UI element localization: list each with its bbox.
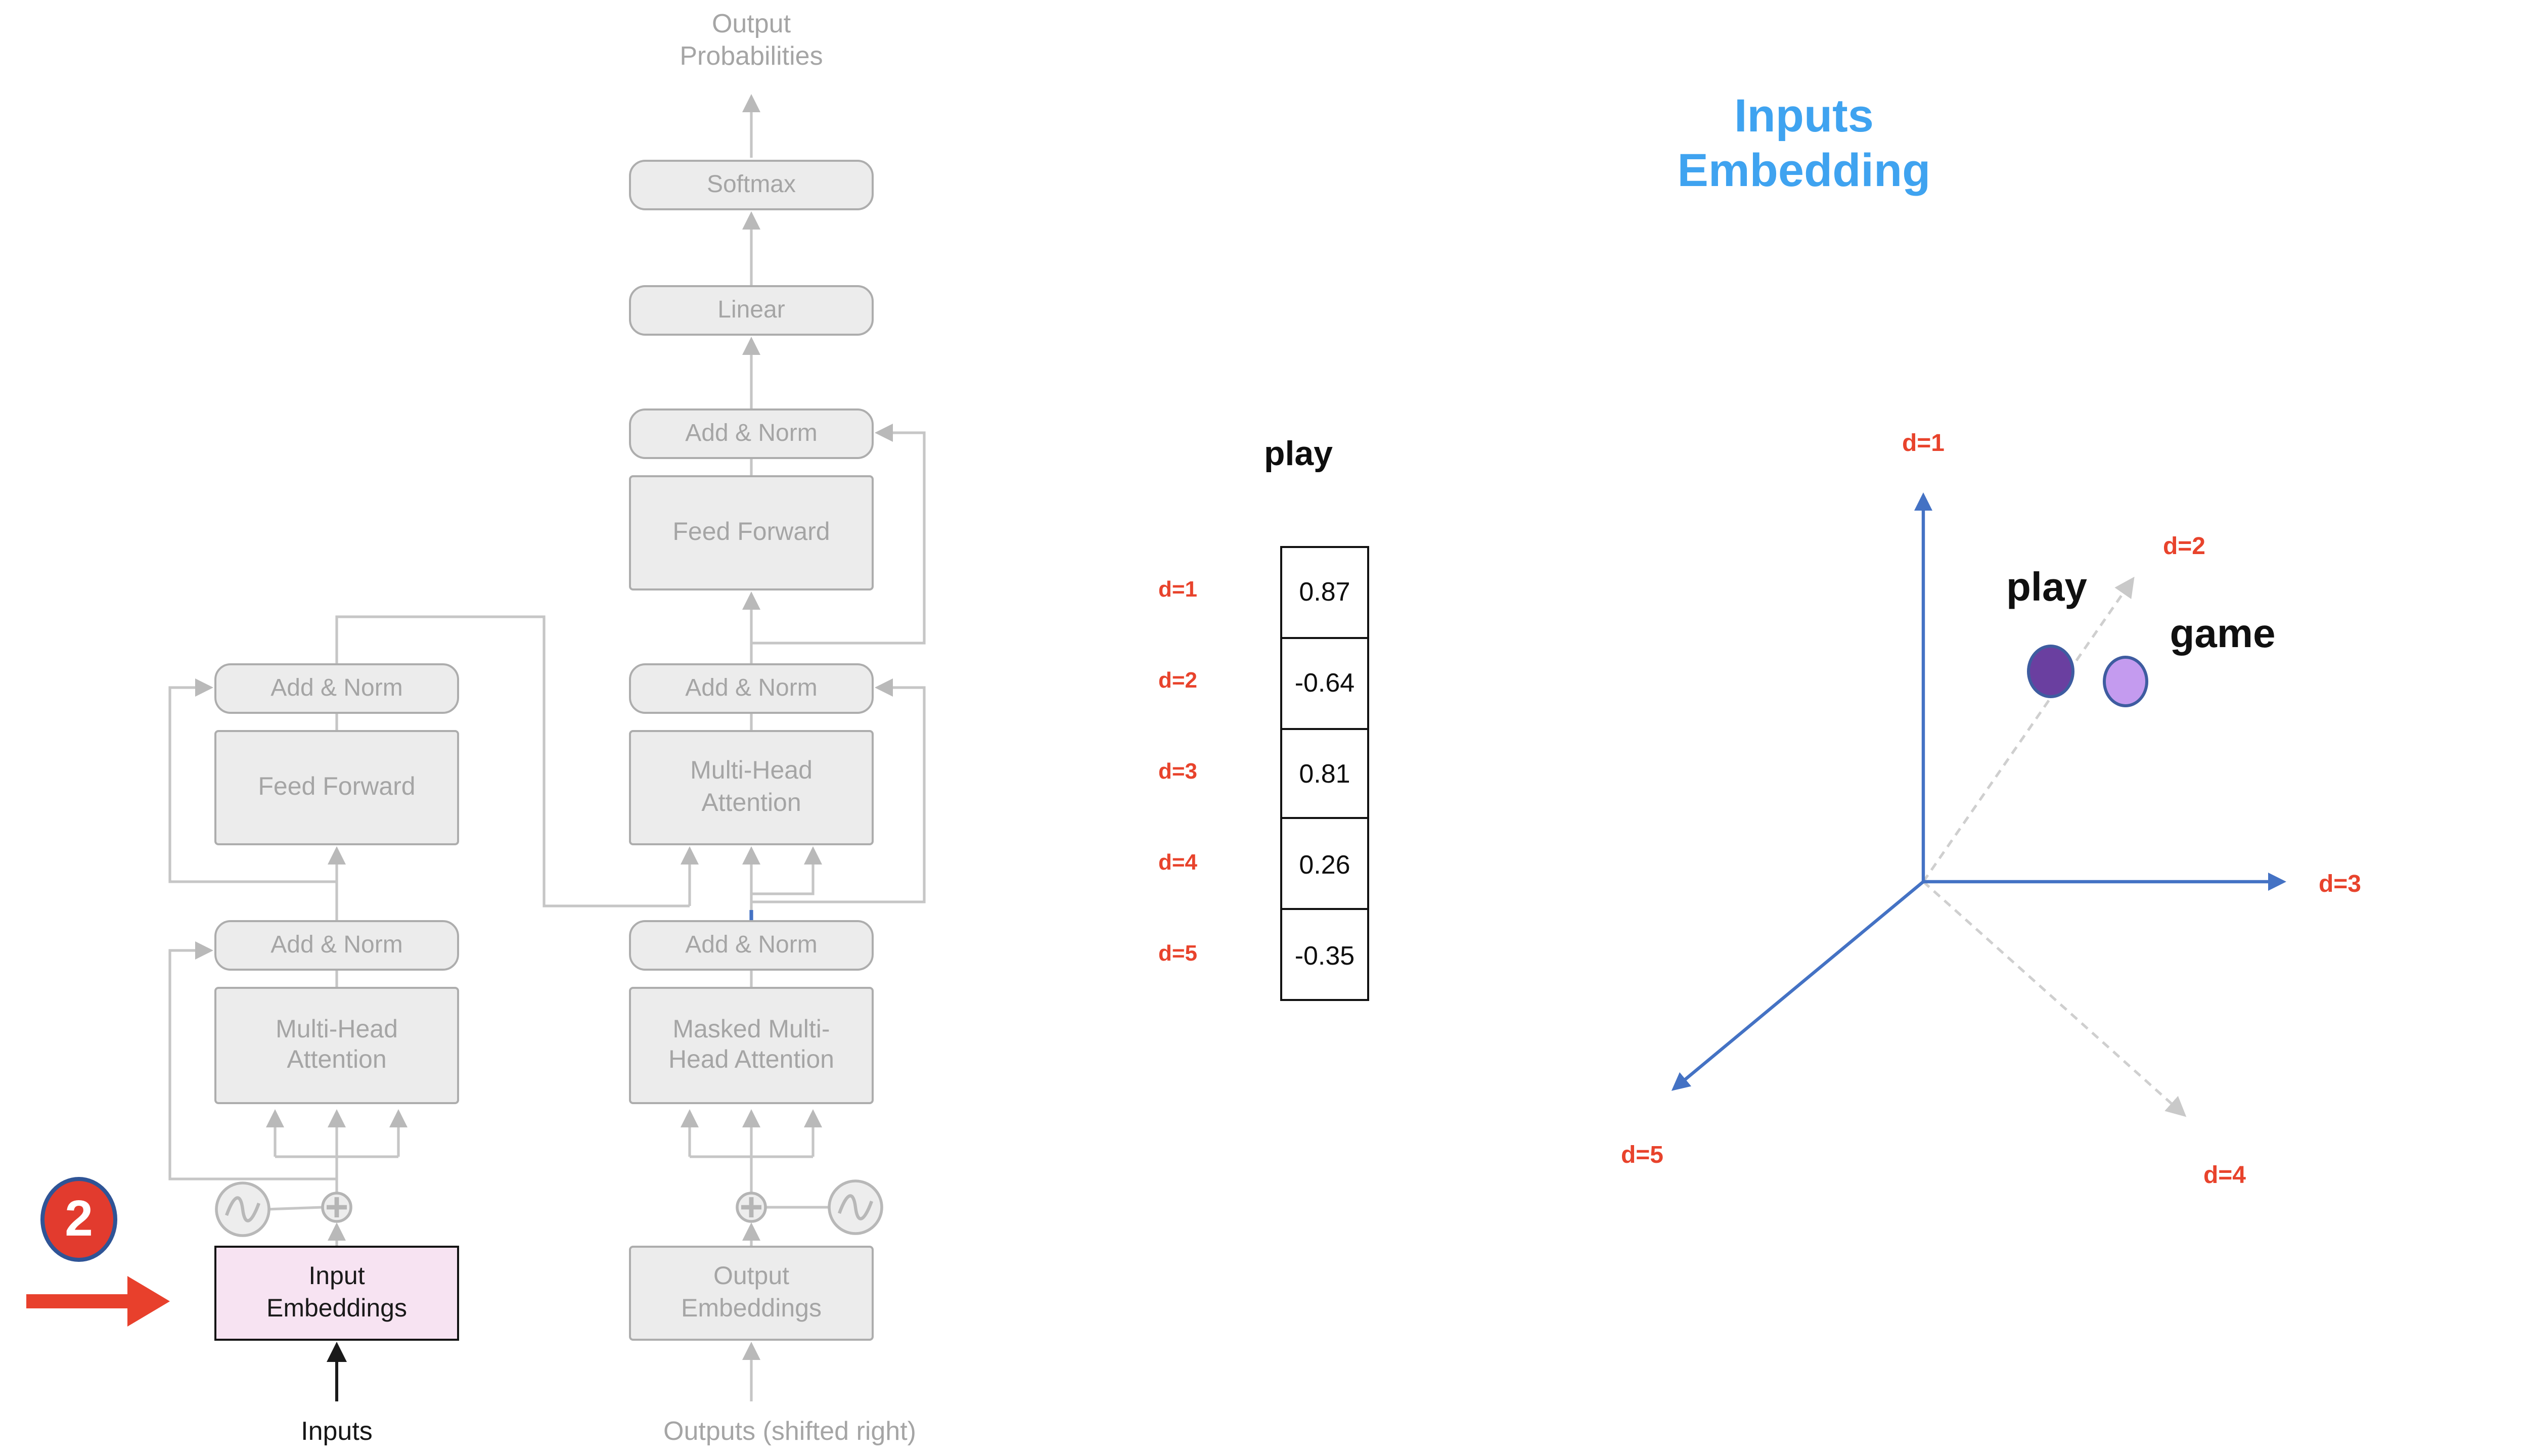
embedding-space-title: Inputs Embedding: [1677, 89, 1931, 196]
add-norm-label: Add & Norm: [685, 419, 818, 447]
input-embeddings-box: Input Embeddings: [214, 1246, 459, 1341]
linear-label: Linear: [717, 295, 785, 324]
axis-d2: [1922, 576, 2135, 883]
add-norm-box-decoder-bottom: Add & Norm: [629, 920, 874, 971]
add-norm-box-encoder-bottom: Add & Norm: [214, 920, 459, 971]
word-vector-table: 0.87 -0.64 0.81 0.26 -0.35: [1280, 546, 1369, 1001]
feed-forward-label: Feed Forward: [258, 772, 416, 801]
encoder-wires: [168, 678, 408, 1246]
multi-head-attention-label: Multi-Head Attention: [690, 757, 812, 816]
axis-label-d5: d=5: [1620, 1141, 1663, 1169]
wire-enc-ff-residual: [168, 678, 337, 883]
add-norm-box-decoder-top: Add & Norm: [629, 408, 874, 459]
output-probabilities-label: Output Probabilities: [680, 8, 823, 71]
multi-head-attention-label: Multi-Head Attention: [276, 1015, 398, 1074]
axis-label-d3: d=3: [2318, 870, 2361, 898]
step-badge: 2: [40, 1177, 117, 1262]
vector-cell: 0.87: [1299, 577, 1350, 608]
vector-cell: 0.81: [1282, 727, 1367, 817]
play-point-label: play: [2006, 566, 2088, 611]
softmax-box: Softmax: [629, 160, 874, 210]
decoder-wires: [335, 94, 926, 1401]
add-norm-label: Add & Norm: [685, 930, 818, 959]
wire-masked-residual: [751, 678, 926, 903]
softmax-label: Softmax: [706, 170, 796, 199]
game-point: [2103, 656, 2148, 707]
play-point: [2027, 645, 2074, 698]
feed-forward-box-decoder: Feed Forward: [629, 475, 874, 590]
dim-label: d=3: [1158, 760, 1197, 785]
output-embeddings-label: Output Embeddings: [681, 1262, 822, 1322]
embedding-axes: [1671, 492, 2286, 1117]
inputs-caption: Inputs: [301, 1416, 373, 1446]
plus-glyph: [327, 1197, 347, 1217]
red-arrow-icon: [26, 1276, 170, 1327]
wire-mha-input-right: [751, 846, 822, 895]
wire-pe-to-plus-enc: [266, 1206, 323, 1211]
add-norm-label: Add & Norm: [270, 930, 403, 959]
wire-ff-residual: [751, 424, 926, 645]
add-norm-label: Add & Norm: [685, 673, 818, 702]
vector-cell: -0.35: [1282, 908, 1367, 999]
add-norm-box-decoder-mid: Add & Norm: [629, 663, 874, 714]
game-point-label: game: [2170, 613, 2276, 657]
dim-label: d=1: [1158, 578, 1197, 603]
vector-cell: -0.64: [1282, 636, 1367, 727]
output-embeddings-box: Output Embeddings: [629, 1246, 874, 1341]
axis-label-d1: d=1: [1902, 429, 1945, 457]
plus-glyph: [741, 1197, 761, 1217]
add-norm-box-encoder-top: Add & Norm: [214, 663, 459, 714]
wire-enc-mha-residual: [168, 941, 337, 1180]
input-embeddings-label: Input Embeddings: [266, 1261, 407, 1322]
feed-forward-label: Feed Forward: [672, 517, 830, 546]
axis-d5: [1671, 880, 1925, 1091]
axis-label-d2: d=2: [2162, 532, 2205, 560]
vector-cell: 0.26: [1282, 817, 1367, 908]
outputs-caption: Outputs (shifted right): [663, 1416, 916, 1446]
linear-box: Linear: [629, 285, 874, 336]
sine-wave-glyph: [837, 1194, 874, 1220]
masked-multi-head-attention-box: Masked Multi-Head Attention: [629, 987, 874, 1104]
sine-wave-glyph: [224, 1196, 261, 1222]
multi-head-attention-box-decoder: Multi-Head Attention: [629, 730, 874, 845]
add-norm-label: Add & Norm: [270, 673, 403, 702]
axis-label-d4: d=4: [2203, 1161, 2246, 1189]
feed-forward-box-encoder: Feed Forward: [214, 730, 459, 845]
wire-encoder-to-decoder: [335, 615, 690, 907]
masked-multi-head-attention-label: Masked Multi-Head Attention: [668, 1015, 834, 1074]
dim-label: d=5: [1158, 942, 1197, 967]
dim-label: d=2: [1158, 669, 1197, 694]
multi-head-attention-box-encoder: Multi-Head Attention: [214, 987, 459, 1104]
vector-word-title: play: [1263, 435, 1333, 473]
positional-encoding-icons: [215, 1179, 883, 1237]
axis-d4: [1922, 881, 2187, 1117]
dim-label: d=4: [1158, 851, 1197, 876]
